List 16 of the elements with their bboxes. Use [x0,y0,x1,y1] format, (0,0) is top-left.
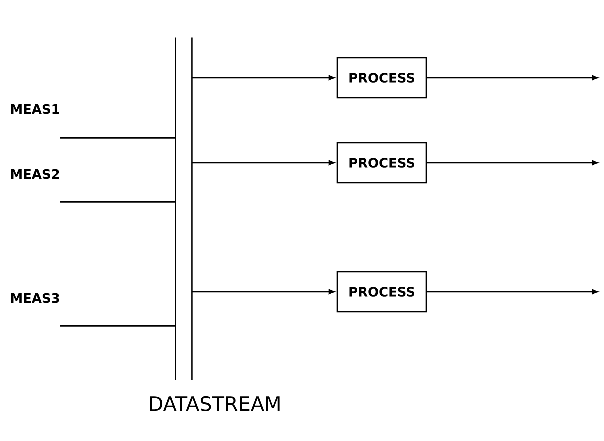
signal-label: MEAS3 [11,293,60,304]
signal-label: MEAS2 [11,169,60,180]
process-box: PROCESS [336,271,428,313]
arrow [192,289,335,294]
process-box: PROCESS [336,57,428,99]
connector-line [60,138,176,139]
signal-label: MEAS1 [11,104,60,114]
arrow [427,75,598,80]
arrow [192,75,335,80]
arrow [427,289,598,294]
arrow [192,160,335,166]
connector-line [60,202,176,203]
datastream-bus: DATASTREAM [150,38,280,412]
process-box: PROCESS [336,142,428,184]
arrow [427,160,598,166]
connector-line [60,326,176,327]
